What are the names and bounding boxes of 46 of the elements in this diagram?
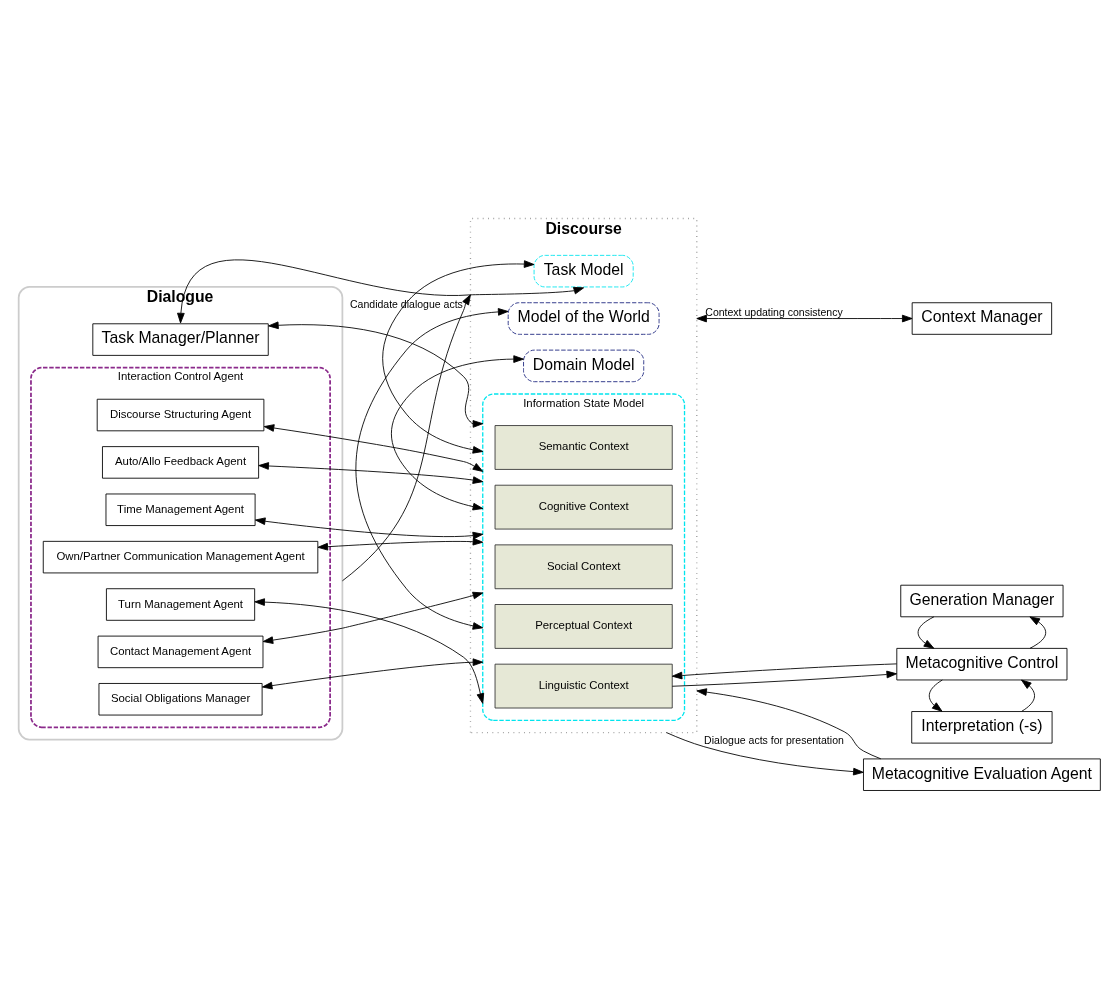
arrow [382, 259, 535, 454]
node-box: Linguistic Context [494, 663, 673, 708]
arrow [254, 597, 485, 704]
node-box: Semantic Context [494, 424, 673, 470]
arrow [666, 731, 864, 775]
node-box: Social Context [494, 543, 673, 589]
node-box: Turn Management Agent [105, 587, 256, 621]
node-box: Cognitive Context [494, 484, 673, 529]
node-box: Time Management Agent [105, 493, 256, 526]
arrow [258, 461, 484, 484]
arrow [317, 537, 484, 551]
node-box: Auto/Allo Feedback Agent [102, 445, 260, 479]
arrow [261, 657, 484, 689]
arrow [928, 679, 943, 712]
arrow [254, 516, 484, 539]
node-box: Task Manager/Planner [92, 322, 269, 356]
arrow [917, 615, 935, 649]
edge-label: Candidate dialogue acts [350, 297, 463, 310]
arrow [268, 321, 484, 428]
node-box: Domain Model [523, 349, 645, 382]
arrow [671, 670, 897, 687]
node-box: Metacognitive Evaluation Agent [863, 757, 1101, 791]
arrow [390, 354, 524, 510]
arrow [262, 591, 484, 644]
arrow [341, 293, 471, 581]
node-box: Model of the World [507, 301, 660, 335]
node-box: Context Manager [911, 301, 1053, 335]
arrow [671, 662, 897, 679]
node-box: Discourse Structuring Agent [96, 398, 265, 431]
arrow [263, 423, 484, 472]
edge-label: Dialogue acts for presentation [704, 733, 844, 746]
node-box: Perceptual Context [494, 603, 673, 649]
arrow [1029, 615, 1047, 649]
node-box: Social Obligations Manager [98, 682, 263, 715]
arrow [177, 259, 585, 323]
node-box: Metacognitive Control [896, 647, 1068, 680]
edge-label: Context updating consistency [705, 305, 843, 318]
arrow [1021, 679, 1035, 712]
node-box: Generation Manager [900, 584, 1064, 617]
arrow [696, 314, 913, 322]
node-box: Interpretation (-s) [911, 710, 1053, 744]
arrow [355, 307, 509, 630]
node-box: Task Model [533, 254, 634, 287]
arrow [696, 687, 882, 759]
node-box: Own/Partner Communication Management Agent [42, 540, 319, 573]
node-box: Contact Management Agent [97, 635, 264, 668]
